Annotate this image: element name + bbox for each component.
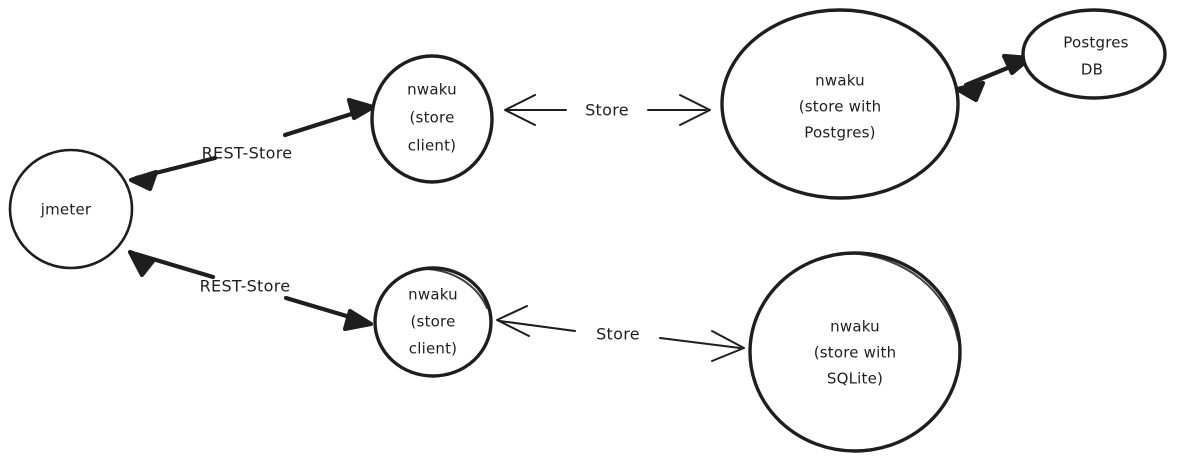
node-jmeter[interactable]: jmeter	[8, 148, 134, 270]
store-postgres-label-line-3: Postgres)	[804, 124, 875, 142]
node-store-client-top[interactable]: nwaku (store client)	[370, 54, 494, 184]
store-client-bottom-sketch-overstroke	[419, 267, 488, 309]
edge-store-postgres-to-postgres-db[interactable]	[954, 53, 1033, 103]
store-client-top-label-line-1: nwaku	[407, 81, 457, 99]
store-postgres-ellipse	[720, 8, 960, 200]
store-sqlite-label-line-1: nwaku	[830, 318, 880, 336]
arrowhead-toward-jmeter	[127, 249, 156, 278]
node-postgres-db[interactable]: Postgres DB	[1021, 8, 1167, 100]
arrowhead-toward-store-sqlite	[711, 330, 745, 362]
store-client-bottom-label-line-2: (store	[411, 313, 456, 331]
edge-label-rest-store-top: REST-Store	[202, 144, 293, 163]
edge-store-client-top-to-store-postgres[interactable]: Store	[504, 94, 711, 126]
edge-label-rest-store-bottom: REST-Store	[200, 277, 291, 296]
edge-segment-left	[499, 320, 576, 332]
arrowhead-toward-store-client-top	[504, 94, 536, 126]
edge-label-store-bottom: Store	[596, 325, 640, 344]
node-store-sqlite[interactable]: nwaku (store with SQLite)	[748, 251, 962, 453]
store-sqlite-label-line-2: (store with	[814, 344, 897, 362]
arrowhead-toward-store-client-bottom	[342, 308, 374, 332]
node-store-postgres[interactable]: nwaku (store with Postgres)	[720, 8, 960, 200]
edge-jmeter-to-store-client-top[interactable]: REST-Store	[128, 97, 376, 192]
jmeter-label: jmeter	[40, 201, 92, 219]
store-sqlite-sketch-overstroke	[847, 252, 959, 341]
node-store-client-bottom[interactable]: nwaku (store client)	[373, 266, 493, 378]
edge-jmeter-to-store-client-bottom[interactable]: REST-Store	[127, 249, 374, 332]
postgres-db-label-line-2: DB	[1081, 61, 1103, 79]
edge-segment-right	[659, 337, 741, 349]
arrowhead-toward-store-postgres	[954, 80, 986, 103]
jmeter-circle-sketch-overstroke	[72, 149, 132, 200]
edge-label-store-top: Store	[585, 101, 629, 120]
store-client-bottom-circle	[373, 266, 493, 378]
store-client-bottom-label-line-3: client)	[409, 340, 457, 358]
edge-store-client-bottom-to-store-sqlite[interactable]: Store	[496, 305, 745, 362]
postgres-db-ellipse	[1021, 8, 1167, 100]
store-client-top-label-line-2: (store	[410, 109, 455, 127]
store-postgres-sketch-overstroke	[842, 9, 958, 96]
store-client-top-label-line-3: client)	[408, 137, 456, 155]
store-client-bottom-label-line-1: nwaku	[408, 286, 458, 304]
arrowhead-toward-jmeter	[128, 169, 159, 192]
store-postgres-label-line-2: (store with	[799, 98, 882, 116]
arrowhead-toward-store-client-bottom	[496, 305, 530, 337]
store-sqlite-label-line-3: SQLite)	[827, 370, 883, 388]
postgres-db-label-line-1: Postgres	[1063, 34, 1128, 52]
arrowhead-toward-store-postgres	[679, 94, 711, 126]
arrowhead-toward-store-client-top	[346, 97, 376, 121]
store-postgres-label-line-1: nwaku	[815, 72, 865, 90]
jmeter-circle	[8, 148, 134, 270]
store-client-top-circle	[370, 54, 494, 184]
